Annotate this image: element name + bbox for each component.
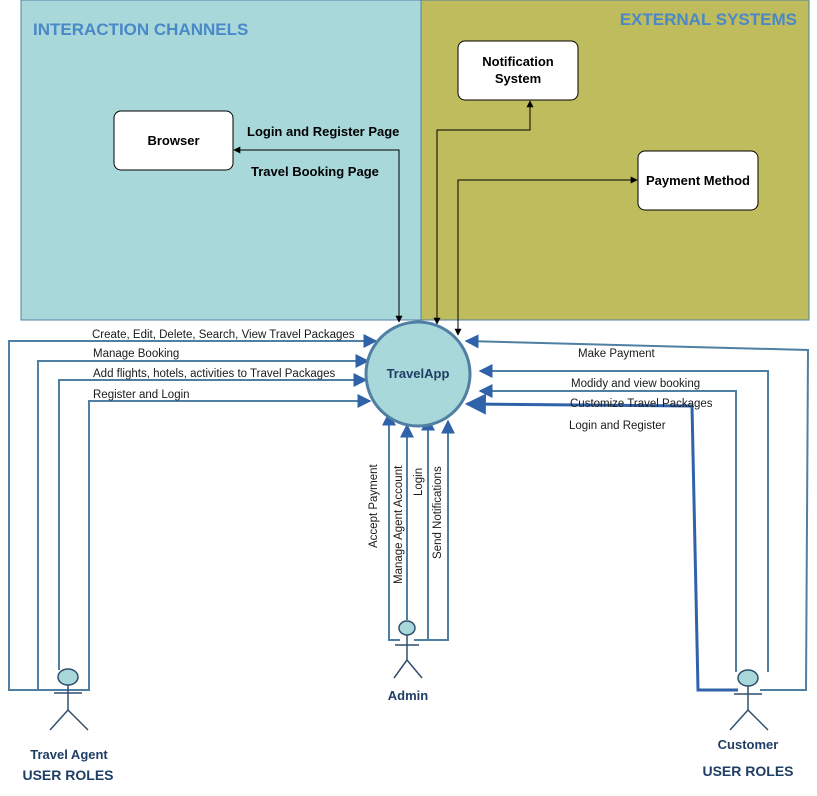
customer-label: Customer xyxy=(718,737,779,752)
agent-register-login-label: Register and Login xyxy=(93,389,190,401)
admin-manage-agent-label: Manage Agent Account xyxy=(393,465,405,584)
agent-create-edit-label: Create, Edit, Delete, Search, View Trave… xyxy=(92,329,355,341)
interaction-channels-title: INTERACTION CHANNELS xyxy=(33,20,248,39)
external-systems-title: EXTERNAL SYSTEMS xyxy=(620,10,797,29)
customer-customize-label: Customize Travel Packages xyxy=(570,398,713,410)
travel-agent-label: Travel Agent xyxy=(30,747,108,762)
notification-system-box[interactable] xyxy=(457,40,579,101)
admin-head xyxy=(398,620,416,636)
browser-label: Browser xyxy=(147,133,199,148)
login-register-page-label: Login and Register Page xyxy=(247,124,399,139)
user-roles-right-label: USER ROLES xyxy=(702,763,793,779)
admin-send-notifications-label: Send Notifications xyxy=(432,466,444,559)
travel-agent-actor[interactable] xyxy=(49,668,89,731)
travelapp-node[interactable] xyxy=(364,320,472,428)
agent-add-flights-connector xyxy=(58,373,368,670)
browser-box[interactable] xyxy=(113,110,234,171)
customer-modify-view-connector xyxy=(478,364,769,672)
agent-manage-booking-label: Manage Booking xyxy=(93,348,179,360)
payment-method-label: Payment Method xyxy=(646,173,750,188)
browser-to-travelapp-connector xyxy=(233,146,403,323)
admin-login-connector xyxy=(414,416,435,641)
admin-actor[interactable] xyxy=(393,620,423,679)
customer-login-register-connector xyxy=(464,393,738,692)
travel-booking-page-label: Travel Booking Page xyxy=(251,164,379,179)
customer-make-payment-label: Make Payment xyxy=(578,348,656,360)
agent-manage-booking-connector xyxy=(37,354,370,691)
customer-login-register-label: Login and Register xyxy=(569,420,666,432)
payment-connector xyxy=(454,176,638,336)
customer-make-payment-connector xyxy=(464,334,810,691)
admin-send-notifications-connector xyxy=(414,419,455,641)
customer-modify-view-label: Modidy and view booking xyxy=(571,378,700,390)
notification-connector xyxy=(433,100,534,325)
user-roles-left-label: USER ROLES xyxy=(22,767,113,783)
payment-method-box[interactable] xyxy=(637,150,759,211)
agent-register-login-connector xyxy=(80,394,372,691)
admin-login-label: Login xyxy=(413,468,425,496)
admin-accept-payment-connector xyxy=(382,411,400,641)
customer-actor[interactable] xyxy=(729,669,769,731)
customer-head xyxy=(737,669,759,687)
agent-add-flights-label: Add flights, hotels, activities to Trave… xyxy=(93,368,336,380)
notification-system-label-line1: Notification xyxy=(482,54,554,69)
admin-accept-payment-label: Accept Payment xyxy=(368,463,380,548)
agent-create-edit-connector xyxy=(8,334,378,691)
travelapp-label: TravelApp xyxy=(387,366,450,381)
notification-system-label-line2: System xyxy=(495,71,541,86)
travel-agent-head xyxy=(57,668,79,686)
customer-customize-connector xyxy=(478,384,737,672)
admin-label: Admin xyxy=(388,688,429,703)
